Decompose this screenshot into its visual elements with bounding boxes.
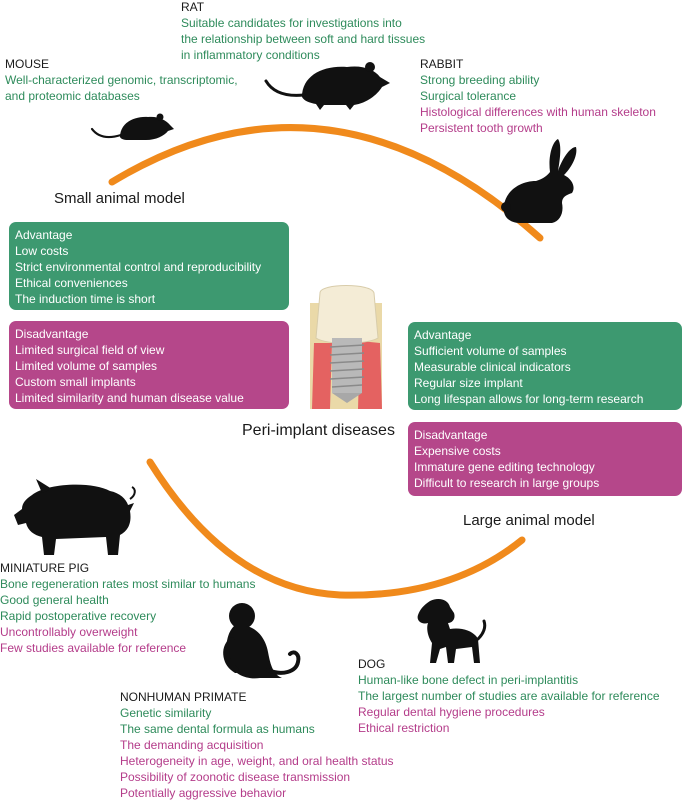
rat-section: RAT Suitable candidates for investigatio… [181,0,425,63]
center-label: Peri-implant diseases [242,422,395,439]
pig-item-disadvantage: Uncontrollably overweight [0,625,138,639]
rat-items: Suitable candidates for investigations i… [181,15,425,63]
large-model-advantage-item: Regular size implant [414,376,523,390]
rabbit-item-disadvantage: Persistent tooth growth [420,121,543,135]
pig-icon [14,479,136,555]
pig-section: MINIATURE PIG Bone regeneration rates mo… [0,561,255,656]
small-model-disadvantage-heading: Disadvantage [15,327,89,341]
small-model-advantage-item: Strict environmental control and reprodu… [15,260,262,274]
pig-item-advantage: Bone regeneration rates most similar to … [0,577,256,591]
large-model-disadvantage-item: Difficult to research in large groups [414,476,600,490]
rabbit-item-advantage: Strong breeding ability [420,73,540,87]
mouse-title: MOUSE [5,57,50,71]
rabbit-item-advantage: Surgical tolerance [420,89,517,103]
rat-item-advantage: in inflammatory conditions [181,48,320,62]
mouse-icon [90,113,174,140]
rat-item-advantage: the relationship between soft and hard t… [181,32,426,46]
rabbit-icon [501,139,577,223]
large-model-advantage-heading: Advantage [414,328,472,342]
small-model-disadvantage-item: Limited similarity and human disease val… [15,391,244,405]
dog-item-disadvantage: Ethical restriction [358,721,450,735]
large-model-advantage-item: Long lifespan allows for long-term resea… [414,392,644,406]
rat-icon [264,62,390,110]
pig-item-advantage: Good general health [0,593,109,607]
small-model-advantage-item: Low costs [15,244,69,258]
large-model-disadvantage-item: Expensive costs [414,444,501,458]
pig-items: Bone regeneration rates most similar to … [0,576,255,656]
rat-title: RAT [181,0,205,14]
small-model-advantage-heading: Advantage [15,228,73,242]
primate-item-disadvantage: Possibility of zoonotic disease transmis… [120,770,351,784]
dog-items: Human-like bone defect in peri-implantit… [358,672,660,736]
dog-item-advantage: The largest number of studies are availa… [358,689,660,703]
large-model-disadvantage-item: Immature gene editing technology [414,460,595,474]
primate-item-disadvantage: The demanding acquisition [120,738,264,752]
rat-item-advantage: Suitable candidates for investigations i… [181,16,402,30]
mouse-item-advantage: and proteomic databases [5,89,140,103]
mouse-section: MOUSE Well-characterized genomic, transc… [5,57,238,104]
primate-title: NONHUMAN PRIMATE [120,690,247,704]
pig-item-advantage: Rapid postoperative recovery [0,609,157,623]
primate-item-advantage: The same dental formula as humans [120,722,315,736]
small-model-advantage-item: Ethical conveniences [15,276,128,290]
primate-icon [223,603,301,679]
rabbit-title: RABBIT [420,57,464,71]
large-model-disadvantage-heading: Disadvantage [414,428,488,442]
small-model-advantage-item: The induction time is short [15,292,156,306]
pig-title: MINIATURE PIG [0,561,90,575]
small-model-label: Small animal model [54,190,185,207]
dog-item-advantage: Human-like bone defect in peri-implantit… [358,673,579,687]
dog-icon [417,599,487,663]
primate-item-disadvantage: Potentially aggressive behavior [120,786,287,800]
dog-item-disadvantage: Regular dental hygiene procedures [358,705,545,719]
tooth-implant-illustration [310,285,382,409]
large-model-advantage-item: Measurable clinical indicators [414,360,571,374]
mouse-items: Well-characterized genomic, transcriptom… [5,72,238,104]
pig-item-disadvantage: Few studies available for reference [0,641,187,655]
large-model-label: Large animal model [463,512,595,529]
small-model-disadvantage-item: Limited volume of samples [15,359,158,373]
small-model-disadvantage-item: Custom small implants [15,375,136,389]
mouse-item-advantage: Well-characterized genomic, transcriptom… [5,73,238,87]
dog-section: DOG Human-like bone defect in peri-impla… [358,657,660,736]
large-model-advantage-item: Sufficient volume of samples [414,344,567,358]
small-model-disadvantage-item: Limited surgical field of view [15,343,165,357]
primate-item-advantage: Genetic similarity [120,706,212,720]
primate-item-disadvantage: Heterogeneity in age, weight, and oral h… [120,754,394,768]
dog-title: DOG [358,657,386,671]
rabbit-item-disadvantage: Histological differences with human skel… [420,105,656,119]
